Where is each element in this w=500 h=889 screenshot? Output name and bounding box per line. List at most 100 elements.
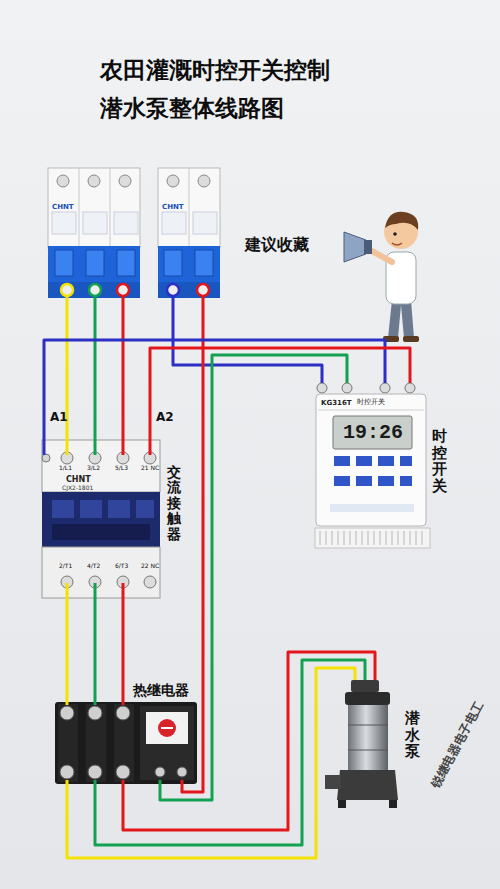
cartoon-man-part	[385, 212, 418, 230]
submersible-pump: 潜水泵	[335, 680, 400, 810]
breaker-3p-part	[48, 246, 140, 282]
thermal-relay	[55, 702, 197, 784]
heat-fins-part	[422, 531, 423, 545]
thermal-relay-part	[177, 767, 187, 777]
breaker-3p-part	[86, 250, 104, 276]
heading: 热继电器	[133, 682, 189, 698]
breaker-3p-part	[57, 175, 69, 187]
breaker-3p-part	[114, 212, 138, 234]
model-number: KG316T	[321, 399, 352, 407]
breaker-3p	[48, 168, 140, 298]
submersible-pump-part	[337, 770, 398, 800]
cartoon-man-part	[370, 250, 392, 262]
time-switch-part	[400, 456, 412, 466]
thermal-relay-part	[60, 706, 74, 720]
heat-fins-part	[344, 531, 345, 545]
wire	[122, 583, 125, 705]
brand-mark: CHNT	[162, 203, 184, 211]
model-number: CJX2-1801	[62, 485, 93, 492]
wire	[94, 583, 97, 705]
wire	[94, 295, 97, 455]
breaker-3p-part	[119, 175, 131, 187]
time-switch-part	[380, 383, 390, 393]
time-switch-part	[356, 476, 372, 486]
breaker-3p-part	[55, 250, 73, 276]
heat-fins-part	[398, 531, 399, 545]
time-switch: KG316T时控开关19:26时控开关	[315, 383, 427, 548]
cartoon-man-part	[344, 232, 366, 262]
wire	[66, 295, 69, 455]
thermal-relay-part	[88, 765, 102, 779]
contactor-part	[136, 500, 154, 518]
terminal-name: A1	[50, 411, 68, 425]
time-switch	[315, 383, 430, 548]
cartoon-man-part	[392, 243, 402, 245]
contactor-part	[42, 547, 160, 598]
heat-fins-part	[392, 531, 393, 545]
heat-fins-part	[386, 531, 387, 545]
submersible-pump-part	[348, 705, 388, 770]
terminal-name: A2	[156, 411, 174, 425]
thermal-relay-part	[55, 702, 197, 784]
clock-display: 19:26	[343, 421, 403, 444]
cartoon-man-part	[403, 336, 419, 342]
thermal-relay-part	[146, 712, 188, 744]
terminal-label: 6/T3	[115, 563, 128, 570]
heat-fins-part	[362, 531, 363, 545]
breaker-2p-part	[167, 284, 179, 296]
time-switch-part	[405, 383, 415, 393]
thermal-relay-part	[58, 704, 78, 782]
heat-fins-part	[416, 531, 417, 545]
breaker-2p	[158, 168, 220, 298]
callout-note: 建议收藏	[245, 236, 309, 254]
time-switch-part	[318, 410, 424, 411]
breaker-2p-part	[164, 250, 182, 276]
time-switch-part	[316, 394, 426, 526]
time-switch-part	[378, 456, 394, 466]
heat-fins-part	[404, 531, 405, 545]
time-switch-part	[342, 383, 352, 393]
time-switch-part	[378, 476, 394, 486]
device-name: 时控开关	[357, 398, 385, 406]
terminal-label: 21 NC	[141, 465, 159, 472]
heat-fins-part	[356, 531, 357, 545]
wire	[66, 583, 69, 705]
diagram-title: 农田灌溉时控开关控制 潜水泵整体线路图	[100, 52, 362, 128]
contactor-part	[42, 492, 160, 547]
wire	[150, 348, 410, 455]
terminal-label: 5/L3	[115, 465, 128, 472]
submersible-pump-part	[325, 775, 341, 789]
brand-mark: CHNT	[52, 203, 74, 211]
heat-fins-part	[332, 531, 333, 545]
cartoon-man-part	[393, 232, 397, 236]
breaker-2p-part	[167, 175, 179, 187]
cartoon-man-part	[388, 300, 414, 338]
breaker-3p-part	[52, 212, 76, 234]
wire	[160, 355, 347, 800]
thermal-relay-part	[140, 706, 194, 780]
vertical-label: 时控开关	[432, 428, 447, 494]
submersible-pump-part	[348, 750, 388, 751]
breaker-3p: CHNT	[48, 168, 140, 295]
cartoon-man	[344, 212, 419, 342]
breaker-3p-part	[48, 168, 140, 248]
breaker-2p-part	[193, 212, 217, 234]
wire	[122, 295, 125, 455]
heat-fins-part	[326, 531, 327, 545]
contactor-part	[52, 500, 74, 518]
thermal-relay-part	[86, 704, 106, 782]
thermal-relay-part	[161, 727, 173, 729]
heat-fins-part	[374, 531, 375, 545]
submersible-pump-part	[348, 725, 388, 726]
contactor-part	[42, 440, 160, 492]
time-switch-part	[356, 456, 372, 466]
breaker-2p: CHNT	[158, 168, 220, 295]
heat-fins-part	[350, 531, 351, 545]
breaker-3p-part	[117, 284, 129, 296]
contactor-part	[52, 524, 150, 540]
wire	[182, 295, 203, 792]
breaker-2p-part	[198, 175, 210, 187]
vertical-label: 交流接触器	[167, 465, 181, 542]
submersible-pump-part	[338, 800, 346, 808]
